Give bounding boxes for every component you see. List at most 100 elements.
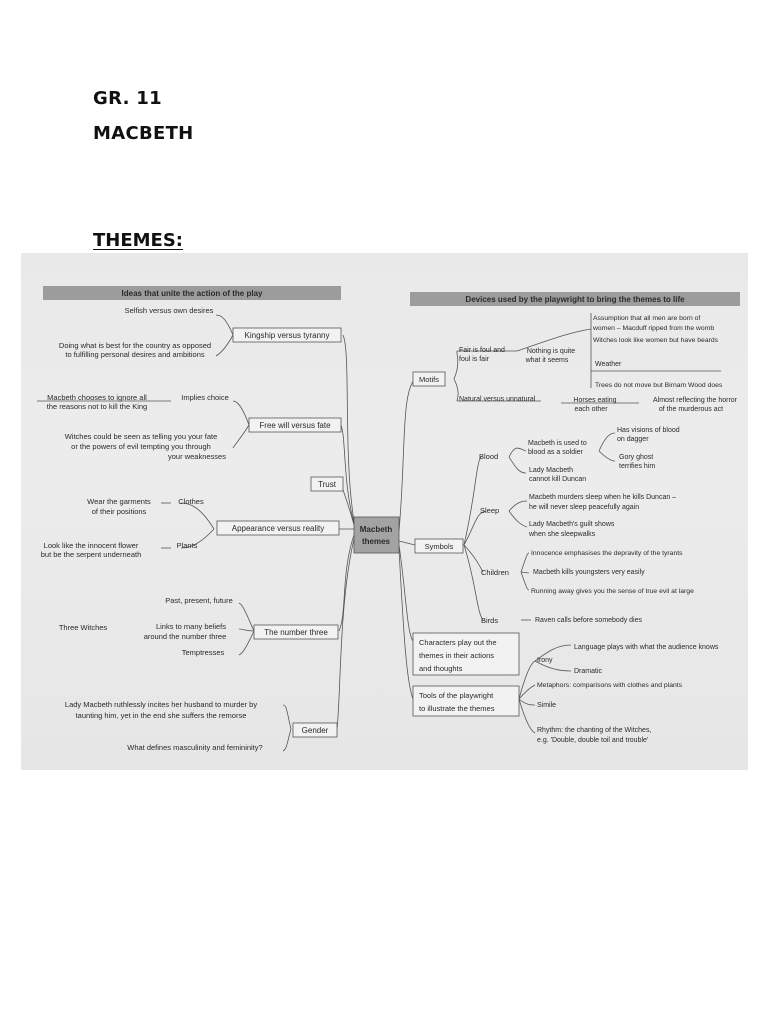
leaf-language: Language plays with what the audience kn…	[574, 644, 719, 651]
leaf-selfish: Selfish versus own desires	[125, 306, 214, 315]
leaf-horror-1: Almost reflecting the horror	[653, 397, 738, 404]
leaf-murders-sleep-1: Macbeth murders sleep when he kills Dunc…	[529, 494, 676, 501]
node-tools-box	[412, 685, 520, 717]
leaf-rhythm-1: Rhythm: the chanting of the Witches,	[537, 727, 651, 734]
node-gender: Gender	[302, 726, 329, 735]
node-tools-2: to illustrate the themes	[419, 704, 495, 713]
leaf-guilt-2: when she sleepwalks	[528, 531, 596, 538]
leaf-murders-sleep-2: he will never sleep peacefully again	[529, 504, 639, 511]
leaf-ignore-1: Macbeth chooses to ignore all	[47, 393, 147, 402]
leaf-links-1: Links to many beliefs	[156, 622, 226, 631]
center-node-line-1: Macbeth	[360, 525, 393, 534]
leaf-garments-2: of their positions	[92, 507, 147, 516]
leaf-three-witches: Three Witches	[59, 623, 108, 632]
leaf-temptresses: Temptresses	[182, 648, 225, 657]
node-free-will: Free will versus fate	[259, 421, 331, 430]
leaf-running: Running away gives you the sense of true…	[531, 588, 694, 595]
node-appearance-box	[216, 520, 340, 536]
leaf-gory-1: Gory ghost	[619, 454, 653, 461]
node-characters-box	[412, 632, 520, 676]
leaf-flower-1: Look like the innocent flower	[44, 541, 139, 550]
leaf-visions-2: on dagger	[617, 436, 649, 443]
center-node-box	[353, 516, 400, 554]
leaf-flower-2: but be the serpent underneath	[41, 550, 142, 559]
leaf-witches-3: your weaknesses	[168, 452, 226, 461]
mindmap-photo: Ideas that unite the action of the play …	[21, 253, 748, 770]
leaf-nothing-2: what it seems	[525, 357, 569, 364]
leaf-horses-2: each other	[574, 406, 608, 413]
grade-heading: GR. 11	[93, 88, 162, 109]
leaf-fair-2: foul is fair	[459, 356, 490, 363]
leaf-guilt-1: Lady Macbeth's guilt shows	[529, 521, 615, 528]
leaf-lady-2: taunting him, yet in the end she suffers…	[76, 711, 247, 720]
node-tools-1: Tools of the playwright	[419, 691, 494, 700]
node-trust: Trust	[318, 480, 337, 489]
leaf-blood-used-1: Macbeth is used to	[528, 440, 587, 447]
connector-lines	[37, 313, 721, 752]
node-number-three-box	[253, 624, 339, 640]
left-header: Ideas that unite the action of the play	[122, 289, 263, 298]
document-title: MACBETH	[93, 123, 194, 144]
leaf-kills-youngsters: Macbeth kills youngsters very easily	[533, 569, 645, 576]
leaf-weather: Weather	[595, 361, 622, 368]
leaf-lady-1: Lady Macbeth ruthlessly incites her husb…	[65, 700, 257, 709]
node-number-three: The number three	[264, 628, 328, 637]
leaf-dramatic: Dramatic	[574, 668, 603, 675]
right-header: Devices used by the playwright to bring …	[465, 295, 685, 304]
leaf-fair-1: Fair is foul and	[459, 347, 505, 354]
leaf-doing-best-2: to fulfilling personal desires and ambit…	[65, 350, 204, 359]
leaf-witches-1: Witches could be seen as telling you you…	[65, 432, 218, 441]
node-clothes: Clothes	[178, 497, 204, 506]
leaf-horror-2: of the murderous act	[659, 406, 723, 413]
node-plants: Plants	[177, 541, 198, 550]
leaf-metaphors: Metaphors: comparisons with clothes and …	[537, 682, 683, 689]
leaf-visions-1: Has visions of blood	[617, 427, 680, 434]
left-header-bar	[43, 286, 341, 300]
leaf-past: Past, present, future	[165, 596, 233, 605]
node-gender-box	[292, 722, 338, 738]
leaf-lady-cannot-2: cannot kill Duncan	[529, 476, 586, 483]
node-free-will-box	[248, 417, 342, 433]
leaf-gory-2: terrifies him	[619, 463, 655, 470]
node-kingship-box	[232, 327, 342, 343]
leaf-rhythm-2: e.g. 'Double, double toil and trouble'	[537, 737, 648, 744]
leaf-innocence: Innocence emphasises the depravity of th…	[531, 550, 683, 557]
leaf-natural: Natural versus unnatural	[459, 396, 536, 403]
node-motifs: Motifs	[419, 375, 439, 384]
leaf-garments-1: Wear the garments	[87, 497, 151, 506]
node-characters-2: themes in their actions	[419, 651, 494, 660]
leaf-lady-cannot-1: Lady Macbeth	[529, 467, 573, 474]
leaf-blood-used-2: blood as a soldier	[528, 449, 584, 456]
leaf-raven: Raven calls before somebody dies	[535, 617, 643, 624]
leaf-links-2: around the number three	[144, 632, 227, 641]
leaf-witches-2: or the powers of evil tempting you throu…	[71, 442, 211, 451]
leaf-masculinity: What defines masculinity and femininity?	[127, 743, 262, 752]
node-characters-1: Characters play out the	[419, 638, 497, 647]
themes-heading: THEMES:	[93, 230, 184, 251]
node-symbols: Symbols	[425, 542, 454, 551]
leaf-ignore-2: the reasons not to kill the King	[47, 402, 147, 411]
node-sleep: Sleep	[480, 506, 499, 515]
node-appearance: Appearance versus reality	[232, 524, 325, 533]
node-motifs-box	[412, 371, 446, 387]
leaf-assumption-2: women – Macduff ripped from the womb	[592, 325, 714, 332]
node-implies-choice: Implies choice	[181, 393, 229, 402]
leaf-nothing-1: Nothing is quite	[527, 348, 575, 355]
node-symbols-box	[414, 538, 464, 554]
mindmap-diagram: Ideas that unite the action of the play …	[37, 286, 740, 752]
node-trust-box	[310, 476, 344, 492]
leaf-doing-best-1: Doing what is best for the country as op…	[59, 341, 211, 350]
node-irony: Irony	[537, 657, 553, 664]
right-header-bar	[410, 292, 740, 306]
node-blood: Blood	[479, 452, 498, 461]
leaf-assumption-1: Assumption that all men are born of	[593, 315, 700, 322]
node-simile: Simile	[537, 702, 556, 709]
leaf-horses-1: Horses eating	[573, 397, 616, 404]
node-characters-3: and thoughts	[419, 664, 463, 673]
node-birds: Birds	[481, 616, 498, 625]
leaf-trees: Trees do not move but Birnam Wood does	[595, 382, 723, 389]
node-kingship: Kingship versus tyranny	[245, 331, 330, 340]
leaf-assumption-3: Witches look like women but have beards	[593, 337, 719, 344]
center-node-line-2: themes	[362, 537, 391, 546]
node-children: Children	[481, 568, 509, 577]
